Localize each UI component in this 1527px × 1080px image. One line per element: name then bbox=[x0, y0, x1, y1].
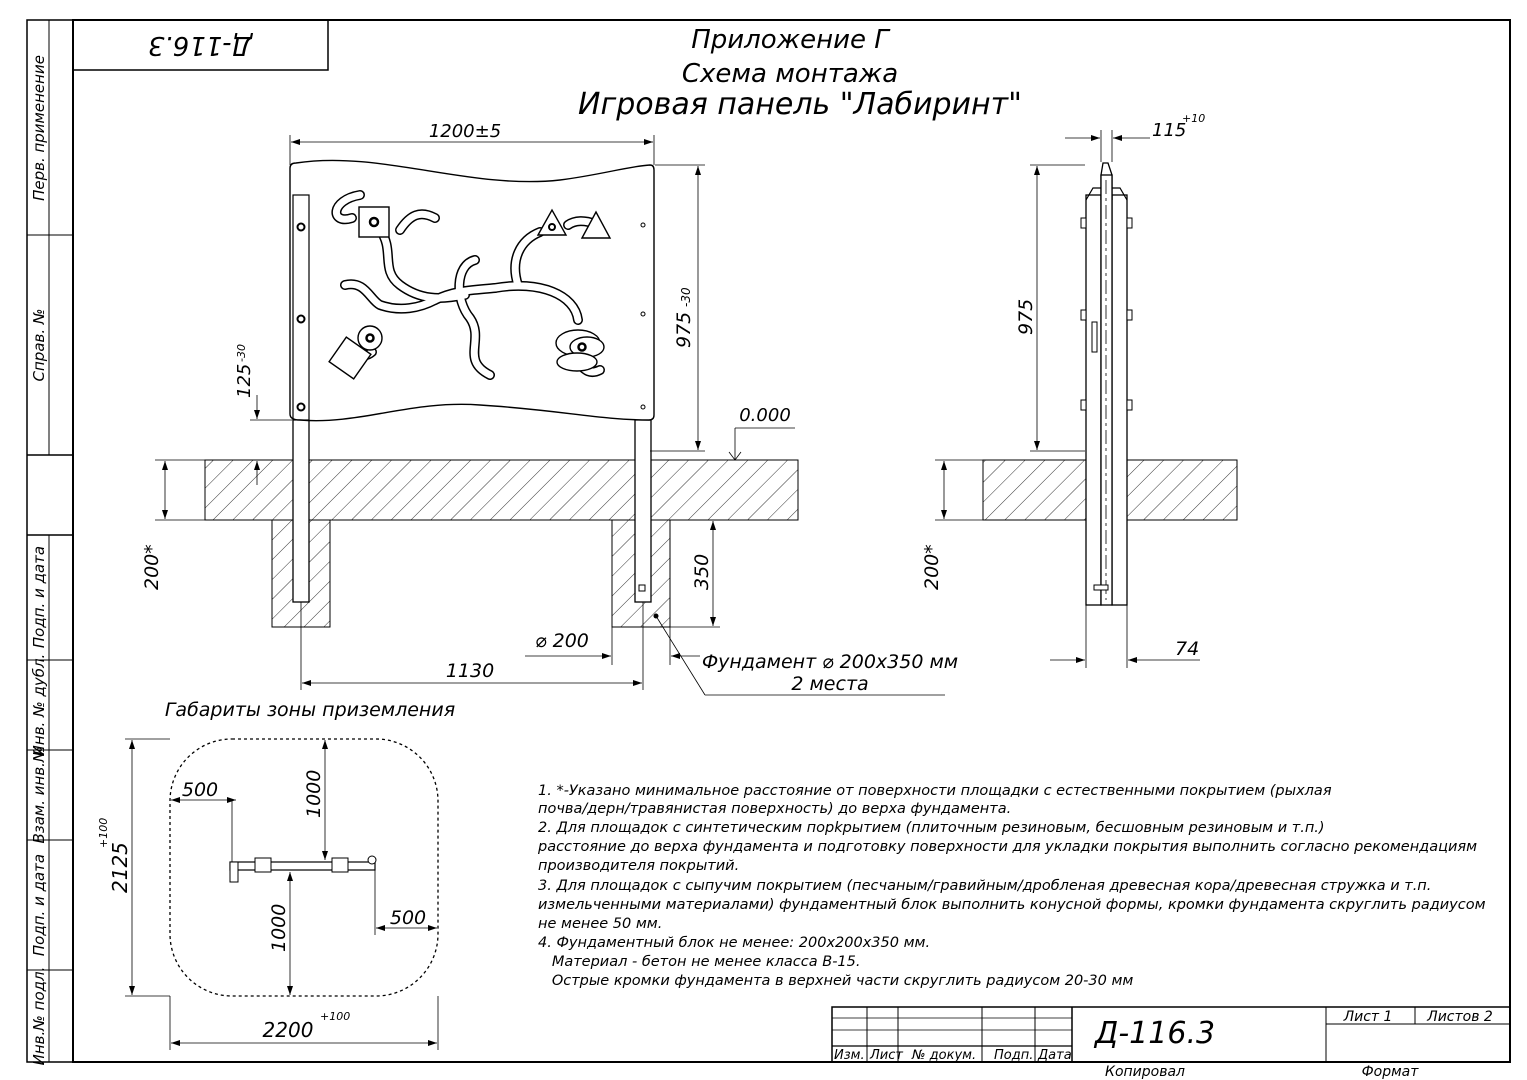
zone-boundary bbox=[169, 738, 439, 997]
zone-height: 2125 bbox=[108, 842, 132, 893]
side-thickness-tol: +10 bbox=[1182, 112, 1205, 125]
drawing-title: Приложение Г Схема монтажа Игровая панел… bbox=[578, 25, 1022, 122]
title-line-1: Приложение Г bbox=[691, 25, 891, 55]
note-line: Материал - бетон не менее класса В-15. bbox=[538, 954, 860, 970]
foundation-note-1: Фундамент ⌀ 200х350 мм bbox=[702, 651, 958, 673]
note-line: измельченными материалами) фундаментный … bbox=[538, 897, 1486, 913]
side-view bbox=[982, 162, 1238, 606]
note-line: 1. *-Указано минимальное расстояние от п… bbox=[538, 783, 1332, 799]
note-line: производителя покрытий. bbox=[538, 858, 739, 874]
stamp-inv-podl: Инв.№ подл. bbox=[30, 967, 48, 1066]
dim-panel-width: 1200±5 bbox=[429, 121, 501, 142]
level-mark: 0.000 bbox=[739, 405, 791, 426]
stamp-podp-data-2: Подп. и дата bbox=[30, 854, 48, 956]
title-block: Изм. Лист № докум. Подп. Дата Д-116.3 Ли… bbox=[831, 1006, 1511, 1080]
title-line-3: Игровая панель "Лабиринт" bbox=[578, 87, 1022, 122]
note-line: не менее 50 мм. bbox=[538, 916, 662, 932]
stamp-list: Лист bbox=[869, 1048, 903, 1063]
side-height: 975 bbox=[1015, 299, 1037, 335]
dim-clearance: 125 bbox=[234, 364, 255, 398]
note-line: 2. Для площадок с синтетическим порkрыти… bbox=[538, 820, 1325, 836]
stamp-data: Дата bbox=[1037, 1048, 1072, 1063]
post-right bbox=[634, 419, 652, 603]
front-view-dimensions: 1200±5 975 -30 125 -30 0.000 200* 350 ⌀ … bbox=[141, 121, 958, 696]
stamp-podp: Подп. bbox=[994, 1048, 1033, 1063]
dim-clearance-tol: -30 bbox=[235, 344, 248, 362]
landing-zone: Габариты зоны приземления 500 1000 1000 … bbox=[97, 699, 455, 1050]
zone-1000-bottom: 1000 bbox=[268, 904, 290, 952]
stamp-sprav-no: Справ. № bbox=[30, 309, 48, 382]
dim-front-depth: 200* bbox=[141, 544, 163, 590]
stamp-doc-code: Д-116.3 bbox=[1093, 1016, 1215, 1051]
side-view-dimensions: 115 +10 975 200* 74 bbox=[921, 112, 1205, 668]
stamp-kopiroval: Копировал bbox=[1105, 1064, 1185, 1080]
note-line: почва/дерн/травянистая поверхность) до в… bbox=[538, 801, 1011, 817]
foundation-note-2: 2 места bbox=[791, 673, 868, 695]
zone-500-bottom: 500 bbox=[390, 907, 426, 929]
stamp-listov: Листов 2 bbox=[1426, 1009, 1493, 1025]
stamp-izm: Изм. bbox=[834, 1048, 865, 1063]
notes: 1. *-Указано минимальное расстояние от п… bbox=[537, 783, 1486, 989]
doc-code-mirrored: Д-116.3 bbox=[148, 30, 253, 60]
zone-width-tol: +100 bbox=[320, 1010, 350, 1023]
sheet-frame bbox=[26, 19, 1511, 1063]
zone-1000-top: 1000 bbox=[303, 770, 325, 818]
side-thickness: 115 bbox=[1152, 120, 1186, 141]
side-depth: 200* bbox=[921, 544, 943, 590]
dim-diameter: ⌀ 200 bbox=[535, 630, 589, 652]
note-line: расстояние до верха фундамента и подгото… bbox=[537, 839, 1477, 855]
zone-500-top: 500 bbox=[182, 779, 218, 801]
stamp-format: Формат bbox=[1362, 1064, 1420, 1080]
zone-width: 2200 bbox=[263, 1018, 314, 1042]
stamp-perv-primenenie: Перв. применение bbox=[30, 55, 48, 201]
front-view bbox=[204, 159, 799, 628]
side-stamps: Перв. применение Справ. № Подп. и дата И… bbox=[30, 55, 48, 1065]
code-box-top: Д-116.3 bbox=[72, 19, 329, 71]
stamp-inv-dubl: Инв. № дубл. bbox=[30, 654, 48, 757]
dim-post-spacing: 1130 bbox=[446, 660, 494, 682]
stamp-list-no: Лист 1 bbox=[1343, 1009, 1393, 1025]
side-post-dim: 74 bbox=[1175, 638, 1199, 660]
zone-title: Габариты зоны приземления bbox=[165, 699, 455, 721]
dim-panel-height-tol: -30 bbox=[679, 287, 693, 307]
title-line-2: Схема монтажа bbox=[682, 59, 898, 89]
dim-panel-height: 975 bbox=[673, 312, 695, 348]
stamp-vzam-inv: Взам. инв.№ bbox=[30, 746, 48, 843]
stamp-podp-data-1: Подп. и дата bbox=[30, 546, 48, 648]
note-line: 3. Для площадок с сыпучим покрытием (пес… bbox=[538, 878, 1431, 894]
note-line: 4. Фундаментный блок не менее: 200х200х3… bbox=[538, 935, 930, 951]
dim-foundation-depth: 350 bbox=[691, 554, 713, 590]
stamp-no-dokum: № докум. bbox=[911, 1048, 976, 1063]
zone-height-tol: +100 bbox=[97, 818, 110, 848]
note-line: Острые кромки фундамента в верхней части… bbox=[538, 973, 1133, 989]
